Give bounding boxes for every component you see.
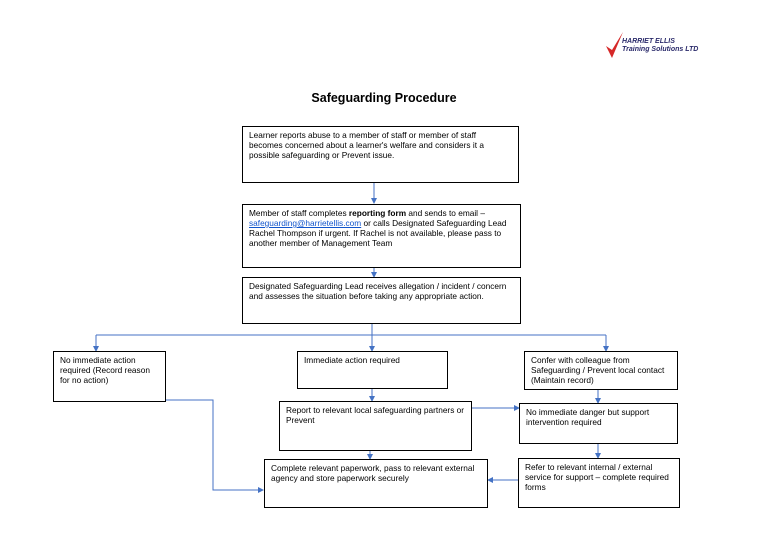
page-title: Safeguarding Procedure (311, 91, 457, 105)
learner-reports-text: Learner reports abuse to a member of sta… (249, 130, 484, 160)
report-partners-text: Report to relevant local safeguarding pa… (286, 405, 465, 425)
box-confer-colleague: Confer with colleague from Safeguarding … (524, 351, 678, 390)
reporting-form-bold: reporting form (348, 208, 407, 218)
box-refer-internal: Refer to relevant internal / external se… (518, 458, 680, 508)
box-no-immediate-danger: No immediate danger but support interven… (519, 403, 678, 444)
reporting-form-text-2: and sends to email – (406, 208, 485, 218)
immediate-action-text: Immediate action required (304, 355, 400, 365)
logo-name: HARRIET ELLIS (622, 38, 675, 45)
box-learner-reports: Learner reports abuse to a member of sta… (242, 126, 519, 183)
arrow-no-action-to-paperwork (166, 399, 264, 493)
no-action-text: No immediate action required (Record rea… (60, 355, 150, 385)
reporting-form-text-1: Member of staff completes (249, 208, 349, 218)
logo-tagline: Training Solutions LTD (622, 46, 699, 53)
complete-paperwork-text: Complete relevant paperwork, pass to rel… (271, 463, 475, 483)
reporting-form-text-3: or calls Designated Safeguarding Lead Ra… (249, 218, 507, 248)
check-mark-icon (606, 32, 623, 58)
box-complete-paperwork: Complete relevant paperwork, pass to rel… (264, 459, 488, 508)
refer-internal-text: Refer to relevant internal / external se… (525, 462, 669, 492)
box-reporting-form: Member of staff completes reporting form… (242, 204, 521, 268)
box-no-immediate-action: No immediate action required (Record rea… (53, 351, 166, 402)
box-immediate-action: Immediate action required (297, 351, 448, 389)
no-danger-text: No immediate danger but support interven… (526, 407, 650, 427)
confer-text: Confer with colleague from Safeguarding … (531, 355, 665, 385)
box-dsl-receives: Designated Safeguarding Lead receives al… (242, 277, 521, 324)
box-report-partners: Report to relevant local safeguarding pa… (279, 401, 472, 451)
dsl-receives-text: Designated Safeguarding Lead receives al… (249, 281, 507, 301)
safeguarding-email-link[interactable]: safeguarding@harrietellis.com (249, 218, 362, 228)
company-logo: HARRIET ELLIS Training Solutions LTD (604, 30, 724, 64)
